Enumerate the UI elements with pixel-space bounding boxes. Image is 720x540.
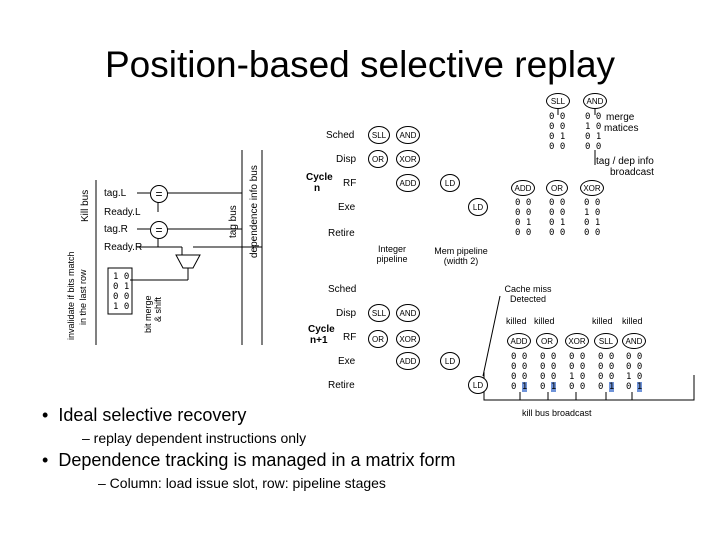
col-add-mid: ADD <box>511 180 535 196</box>
matices-label: matices <box>604 123 639 134</box>
op-or-n: OR <box>368 150 388 168</box>
dependence-info-bus-label: dependence info bus <box>249 165 260 258</box>
col-sll-top: SLL <box>546 93 570 109</box>
slide-title: Position-based selective replay <box>104 44 616 85</box>
kill-bus-label: Kill bus <box>80 189 91 222</box>
col-and-bottom: AND <box>622 333 646 349</box>
killed-label-2: killed <box>534 316 555 326</box>
broadcast-label: broadcast <box>610 167 654 178</box>
cycle-n1-number: n+1 <box>310 335 328 346</box>
tag-r-field: tag.R <box>104 224 128 235</box>
comparator-right: = <box>150 221 168 239</box>
disp-label-n1: Disp <box>336 308 357 319</box>
op-ld-exe-n: LD <box>468 198 488 216</box>
invalidate-label-2: in the last row <box>78 269 88 325</box>
op-ld-rf-n: LD <box>440 174 460 192</box>
op-xor-n1: XOR <box>396 330 420 348</box>
killed-label-4: killed <box>622 316 643 326</box>
retire-label-n: Retire <box>328 228 355 239</box>
col-and-top: AND <box>583 93 607 109</box>
tag-l-field: tag.L <box>104 188 127 199</box>
op-and-n1: AND <box>396 304 420 322</box>
killed-label-3: killed <box>592 316 613 326</box>
op-sll-n1: SLL <box>368 304 390 322</box>
col-xor-bottom: XOR <box>565 333 589 349</box>
killed-label-1: killed <box>506 316 527 326</box>
col-add-bottom: ADD <box>507 333 531 349</box>
op-add-n1: ADD <box>396 352 420 370</box>
bullet-2-sub: – Column: load issue slot, row: pipeline… <box>98 475 386 491</box>
sched-label-n: Sched <box>326 130 355 141</box>
op-ld-exe-n1: LD <box>440 352 460 370</box>
comparator-left: = <box>150 185 168 203</box>
cycle-n1-label: Cycle <box>308 324 335 335</box>
mem-pipeline-label: Mem pipeline(width 2) <box>434 246 488 266</box>
op-xor-n: XOR <box>396 150 420 168</box>
rf-label-n1: RF <box>343 332 357 343</box>
kill-bus-broadcast-label: kill bus broadcast <box>522 408 592 418</box>
exe-label-n1: Exe <box>338 356 356 367</box>
col-or-mid: OR <box>546 180 568 196</box>
bit-merge-label: bit merge <box>143 295 153 333</box>
col-xor-mid: XOR <box>580 180 604 196</box>
sched-label-n1: Sched <box>328 284 357 295</box>
tag-bus-label: tag bus <box>228 205 239 238</box>
col-or-bottom: OR <box>536 333 558 349</box>
col-sll-bottom: SLL <box>594 333 618 349</box>
merge-label: merge <box>606 112 635 123</box>
retire-label-n1: Retire <box>328 380 355 391</box>
exe-label-n: Exe <box>338 202 356 213</box>
bullet-1: • Ideal selective recovery <box>42 405 247 425</box>
op-or-n1: OR <box>368 330 388 348</box>
ready-r-field: Ready.R <box>104 242 143 253</box>
invalidate-label: invalidate if bits match <box>66 251 76 340</box>
op-ld-retire-n1: LD <box>468 376 488 394</box>
cycle-n-number: n <box>314 183 321 194</box>
shift-label: & shift <box>153 296 163 322</box>
ready-l-field: Ready.L <box>104 207 141 218</box>
cycle-n-label: Cycle <box>306 172 333 183</box>
disp-label-n: Disp <box>336 154 357 165</box>
tag-dep-label: tag / dep info <box>596 156 654 167</box>
rf-label-n: RF <box>343 178 357 189</box>
bullet-1-sub: – replay dependent instructions only <box>82 430 307 446</box>
bullet-2: • Dependence tracking is managed in a ma… <box>42 450 456 470</box>
op-add-n: ADD <box>396 174 420 192</box>
op-and-n: AND <box>396 126 420 144</box>
op-sll-n: SLL <box>368 126 390 144</box>
